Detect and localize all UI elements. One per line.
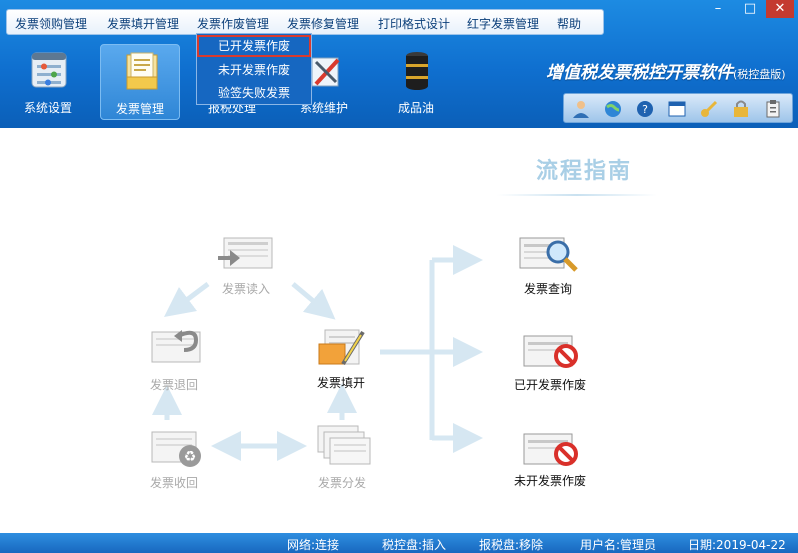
node-invoice-return[interactable]: 发票退回 <box>146 324 216 392</box>
menu-help[interactable]: 帮助 <box>557 17 582 31</box>
status-taxdisk: 税控盘:插入 <box>382 536 446 553</box>
menu-print-format[interactable]: 打印格式设计 <box>378 17 451 31</box>
guide-title-underline <box>497 194 657 196</box>
brand-title-text: 增值税发票税控开票软件 <box>546 63 733 83</box>
invoice-folder-icon <box>126 52 158 90</box>
help-icon[interactable]: ? <box>634 98 656 120</box>
node-label: 发票收回 <box>150 476 199 490</box>
key-icon[interactable] <box>698 98 720 120</box>
user-icon[interactable] <box>570 98 592 120</box>
invoice-read-icon <box>218 237 273 269</box>
node-invoice-fill[interactable]: 发票填开 <box>313 326 383 392</box>
minimize-button[interactable]: – <box>714 1 722 16</box>
void-issued-icon <box>523 335 578 368</box>
status-network-value: 连接 <box>315 538 340 552</box>
window-icon[interactable] <box>666 98 688 120</box>
status-taxdisk-value: 插入 <box>422 538 447 552</box>
menu-bar: 发票领购管理 发票填开管理 发票作废管理 发票修复管理 打印格式设计 红字发票管… <box>6 9 604 35</box>
arrow-read-to-fill <box>291 282 336 320</box>
oil-barrel-icon <box>406 52 428 90</box>
menu-void-unissued-invoice[interactable]: 未开发票作废 <box>217 63 290 77</box>
status-network: 网络:连接 <box>287 536 339 553</box>
brand-edition: (税控盘版) <box>733 68 786 81</box>
status-date: 日期:2019-04-22 <box>688 536 786 553</box>
status-date-value: 2019-04-22 <box>716 538 786 552</box>
menu-invoice-void[interactable]: 发票作废管理 <box>197 17 270 31</box>
globe-icon[interactable] <box>602 98 624 120</box>
menu-invoice-purchase[interactable]: 发票领购管理 <box>15 17 88 31</box>
node-invoice-read[interactable]: 发票读入 <box>214 236 284 296</box>
status-taxdisk-label: 税控盘: <box>382 538 423 552</box>
menu-invoice-fill[interactable]: 发票填开管理 <box>107 17 180 31</box>
clipboard-icon[interactable] <box>762 98 784 120</box>
toolbar-invoice-management[interactable]: 发票管理 <box>100 44 180 120</box>
status-reportdisk-label: 报税盘: <box>479 538 520 552</box>
void-menu-dropdown: 已开发票作废 未开发票作废 验签失败发票 <box>196 33 312 105</box>
void-unissued-icon <box>523 433 578 466</box>
status-user: 用户名:管理员 <box>580 536 656 553</box>
lock-icon[interactable] <box>730 98 752 120</box>
invoice-fill-icon <box>318 329 365 366</box>
maximize-button[interactable]: □ <box>743 1 757 16</box>
guide-title: 流程指南 <box>536 159 633 184</box>
status-reportdisk-value: 移除 <box>519 538 544 552</box>
settings-panel-icon <box>31 52 67 88</box>
menu-invoice-repair[interactable]: 发票修复管理 <box>287 17 360 31</box>
toolbar-refined-oil[interactable]: 成品油 <box>376 44 456 120</box>
svg-text:♻: ♻ <box>184 449 197 465</box>
close-button[interactable]: ✕ <box>766 0 794 18</box>
app-brand-title: 增值税发票税控开票软件(税控盘版) <box>546 58 786 83</box>
toolbar-label: 系统设置 <box>23 101 72 115</box>
node-label: 发票退回 <box>150 378 199 392</box>
invoice-query-icon <box>519 237 578 272</box>
status-reportdisk: 报税盘:移除 <box>479 536 543 553</box>
node-label: 发票填开 <box>317 376 366 390</box>
node-label: 发票分发 <box>318 476 367 490</box>
invoice-distribute-icon <box>317 425 371 465</box>
main-panel <box>0 128 798 533</box>
node-label: 发票查询 <box>524 282 573 296</box>
node-label: 已开发票作废 <box>514 378 587 392</box>
svg-text:?: ? <box>642 103 648 116</box>
menu-red-invoice[interactable]: 红字发票管理 <box>467 17 540 31</box>
node-invoice-distribute[interactable]: 发票分发 <box>312 424 382 490</box>
node-void-unissued-invoice[interactable]: 未开发票作废 <box>508 432 598 492</box>
app-header: 发票领购管理 发票填开管理 发票作废管理 发票修复管理 打印格式设计 红字发票管… <box>0 0 798 128</box>
status-bar: 网络:连接 税控盘:插入 报税盘:移除 用户名:管理员 日期:2019-04-2… <box>0 533 798 553</box>
arrow-read-to-return <box>164 282 210 317</box>
node-invoice-recover[interactable]: ♻ 发票收回 <box>146 428 216 490</box>
menu-signature-failed[interactable]: 验签失败发票 <box>217 86 290 100</box>
node-invoice-query[interactable]: 发票查询 <box>516 234 586 298</box>
quick-icon-bar: ? <box>563 93 793 123</box>
invoice-return-icon <box>151 330 201 363</box>
toolbar-system-settings[interactable]: 系统设置 <box>8 44 88 120</box>
toolbar-label: 成品油 <box>397 101 434 115</box>
node-label: 未开发票作废 <box>514 474 587 488</box>
invoice-recover-icon: ♻ <box>151 431 201 467</box>
node-label: 发票读入 <box>222 282 271 296</box>
status-user-value: 管理员 <box>620 538 657 552</box>
status-network-label: 网络: <box>287 538 316 552</box>
node-void-issued-invoice[interactable]: 已开发票作废 <box>508 334 598 394</box>
menu-void-issued-invoice[interactable]: 已开发票作废 <box>197 35 311 57</box>
toolbar-label: 发票管理 <box>115 102 164 116</box>
maintenance-tools-icon <box>311 57 340 87</box>
status-user-label: 用户名: <box>580 538 621 552</box>
status-date-label: 日期: <box>688 538 717 552</box>
